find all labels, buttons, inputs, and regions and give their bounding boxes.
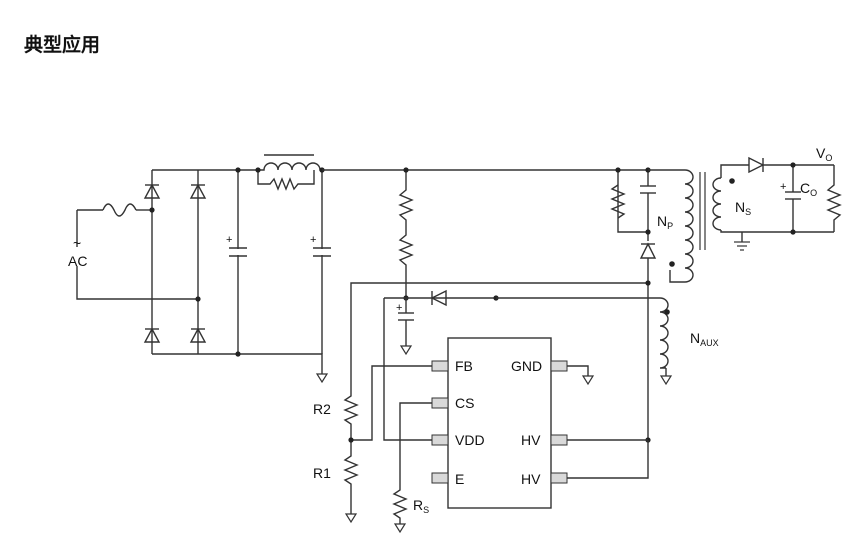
ic-pin-hv-2: HV <box>521 471 541 487</box>
svg-text:+: + <box>396 302 402 314</box>
bridge-rectifier <box>143 169 238 355</box>
ic-pin-gnd: GND <box>511 358 542 374</box>
r1-label: R1 <box>313 465 331 481</box>
input-filter: + + <box>226 154 331 384</box>
bridge-diode-d3 <box>143 327 161 343</box>
bridge-diode-d2 <box>189 183 207 199</box>
ac-input: ~ AC <box>68 203 198 300</box>
svg-text:+: + <box>310 234 316 246</box>
aux-winding: NAUX <box>496 297 719 386</box>
ac-label: AC <box>68 253 87 269</box>
ic-pin-fb: FB <box>455 358 473 374</box>
r2-label: R2 <box>313 401 331 417</box>
co-label: CO <box>800 180 817 198</box>
ic-pin-e: E <box>455 471 464 487</box>
naux-label: NAUX <box>690 330 719 348</box>
ns-label: NS <box>735 199 751 217</box>
secondary-side: NS + CO VO <box>712 145 842 251</box>
cs-sense: RS <box>392 402 432 534</box>
vo-label: VO <box>816 145 832 163</box>
transformer-core <box>699 172 706 250</box>
ic-pin-hv-1: HV <box>521 432 541 448</box>
ac-tilde: ~ <box>73 235 81 251</box>
ic-pin-cs: CS <box>455 395 474 411</box>
startup-resistors <box>398 167 414 301</box>
np-label: NP <box>657 213 673 231</box>
vdd-supply: + <box>350 282 648 441</box>
controller-ic: FB CS VDD E GND HV HV <box>431 337 649 509</box>
ic-pin-vdd: VDD <box>455 432 485 448</box>
bridge-diode-d4 <box>189 327 207 343</box>
bridge-diode-d1 <box>143 183 161 199</box>
page-title: 典型应用 <box>24 34 101 56</box>
svg-text:+: + <box>780 181 786 193</box>
svg-text:+: + <box>226 234 232 246</box>
feedback-divider: R2 R1 <box>313 365 432 524</box>
primary-side: NP <box>610 167 694 443</box>
rs-label: RS <box>413 497 429 515</box>
